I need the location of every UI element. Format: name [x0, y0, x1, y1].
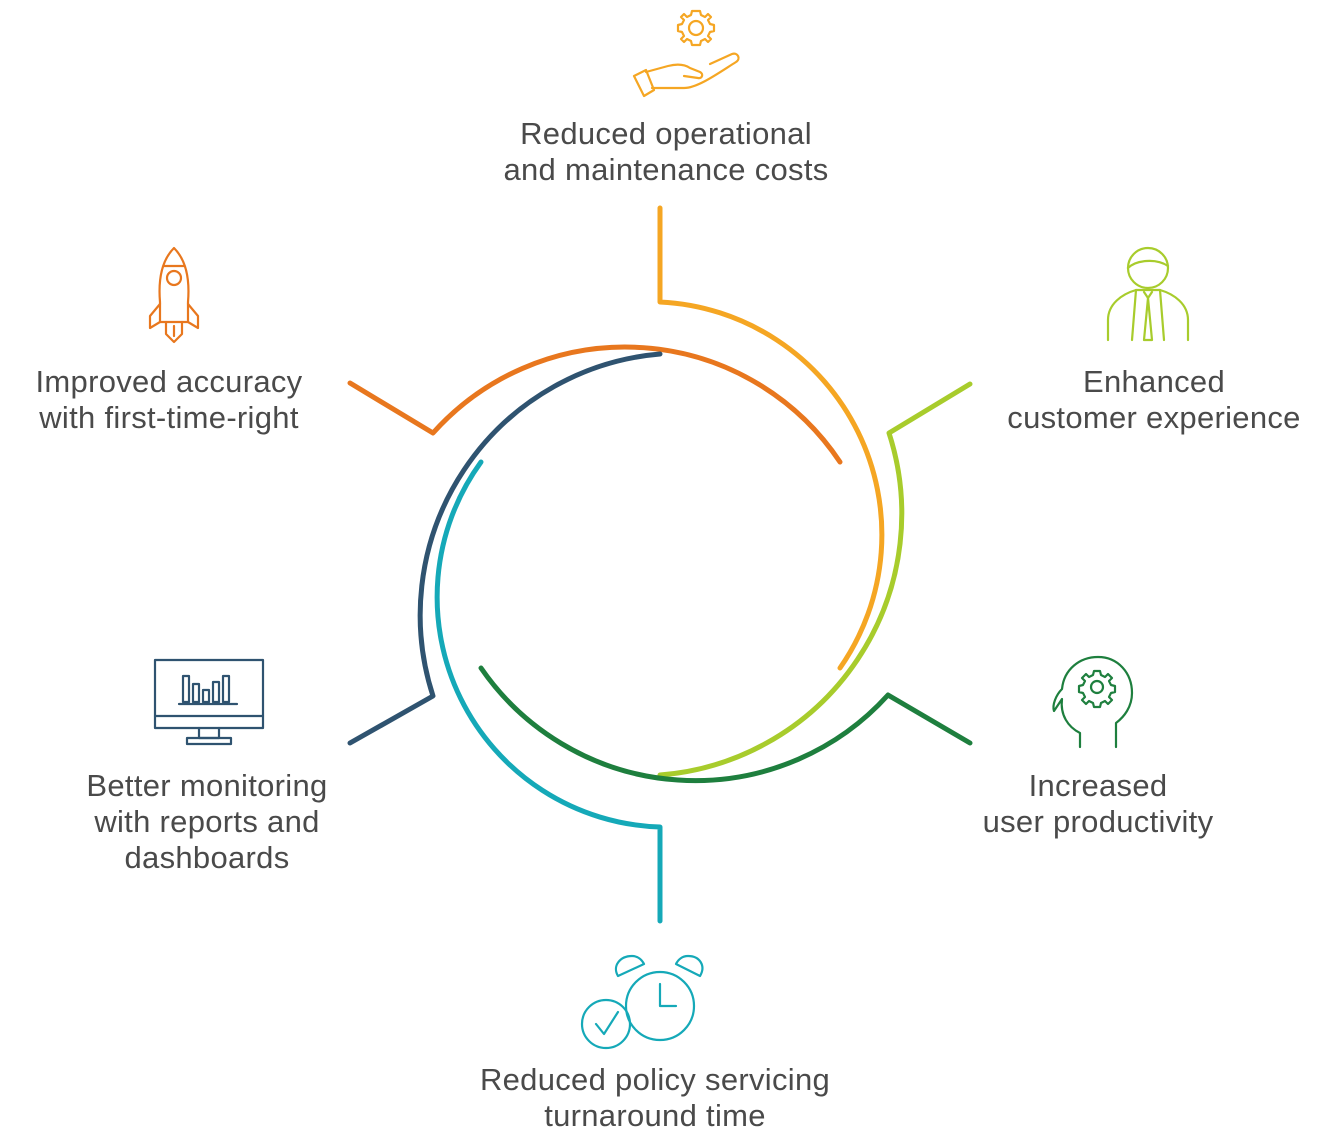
label-line: Improved accuracy — [35, 364, 303, 399]
label-line: Enhanced — [1082, 364, 1226, 399]
label-user-productivity: Increased user productivity — [940, 768, 1256, 840]
arc-user-productivity — [478, 665, 973, 784]
customer-icon — [1104, 246, 1192, 342]
label-monitoring: Better monitoring with reports and dashb… — [42, 768, 372, 876]
label-line: user productivity — [982, 804, 1214, 839]
arc-accuracy — [347, 344, 843, 465]
label-line: Reduced operational — [520, 116, 812, 151]
hand-gear-icon — [628, 6, 744, 100]
arc-turnaround-time — [434, 459, 663, 924]
label-accuracy: Improved accuracy with first-time-right — [0, 364, 338, 436]
label-line: Better monitoring — [86, 768, 328, 803]
label-line: Increased — [1028, 768, 1168, 803]
label-line: Reduced policy servicing — [479, 1062, 831, 1097]
label-customer-experience: Enhanced customer experience — [966, 364, 1337, 436]
label-operational-costs: Reduced operational and maintenance cost… — [460, 116, 872, 188]
rocket-icon — [146, 246, 202, 344]
label-line: turnaround time — [544, 1098, 766, 1129]
arc-monitoring — [347, 351, 663, 746]
monitor-chart-icon — [153, 658, 265, 748]
arc-operational-costs — [657, 205, 885, 671]
label-line: customer experience — [1007, 400, 1301, 435]
head-gear-icon — [1050, 655, 1136, 749]
label-line: dashboards — [124, 840, 290, 875]
label-turnaround-time: Reduced policy servicing turnaround time — [430, 1062, 880, 1129]
label-line: and maintenance costs — [503, 152, 829, 187]
label-line: with first-time-right — [39, 400, 299, 435]
label-line: with reports and — [94, 804, 320, 839]
arc-customer-experience — [657, 381, 973, 778]
alarm-clock-icon — [578, 954, 704, 1050]
